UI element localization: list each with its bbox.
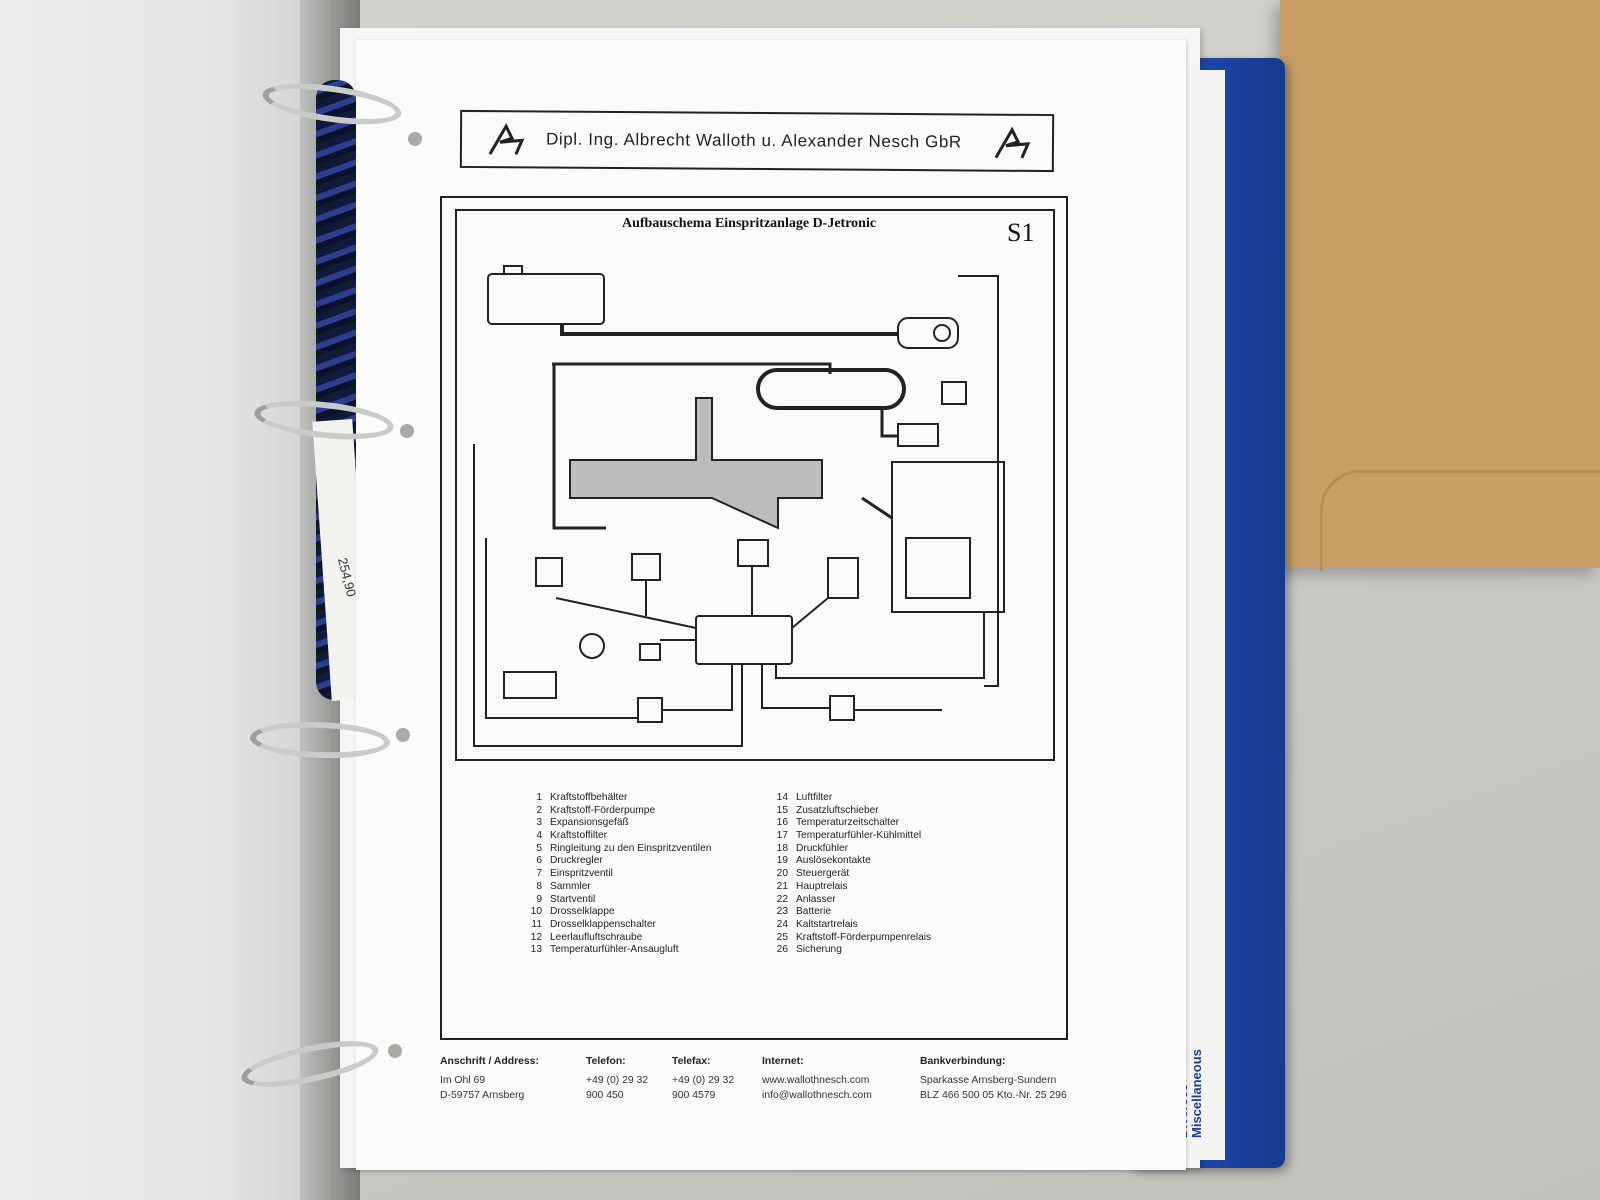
wire-outer-loop [473, 444, 743, 747]
company-header: Dipl. Ing. Albrecht Walloth u. Alexander… [459, 109, 1055, 173]
diagram-frame: Aufbauschema Einspritzanlage D-Jetronic … [440, 196, 1068, 1040]
company-logo-left [488, 123, 525, 155]
footer-bank: Bankverbindung: Sparkasse Arnsberg-Sunde… [920, 1056, 1067, 1101]
schematic-inner-frame [455, 209, 1055, 761]
footer-internet: Internet: www.wallothnesch.com info@wall… [762, 1056, 872, 1101]
expansion-tank [941, 381, 967, 405]
main-relay [639, 643, 661, 661]
website-link[interactable]: www.wallothnesch.com [762, 1075, 870, 1086]
throttle-switch [631, 553, 661, 581]
fuel-line-tank-pump [560, 324, 898, 336]
wire-pump-relay [761, 664, 830, 709]
intake-collector [569, 397, 823, 530]
footer-fax: Telefax: +49 (0) 29 32 900 4579 [672, 1056, 735, 1101]
injector-line [861, 496, 893, 520]
filter-line [880, 408, 898, 438]
document-page [356, 40, 1186, 1170]
company-logo-right [994, 126, 1031, 159]
ecu-box [695, 615, 793, 665]
punch-hole-4 [388, 1044, 402, 1058]
ring-line [756, 368, 906, 410]
tank-cap [503, 265, 523, 275]
fuel-line-start-valve [552, 364, 606, 530]
company-name: Dipl. Ing. Albrecht Walloth u. Alexander… [545, 129, 962, 152]
wire-trigger [791, 597, 829, 629]
fuel-filter [897, 423, 939, 447]
engine-piston [905, 537, 971, 599]
aux-air-valve [535, 557, 563, 587]
starter [579, 633, 605, 659]
pump-relay [829, 695, 855, 721]
punch-hole-3 [396, 728, 410, 742]
email-link[interactable]: info@wallothnesch.com [762, 1090, 872, 1101]
wire-left-loop [485, 538, 638, 719]
engine-block [891, 461, 1005, 613]
wire-aux-air [555, 597, 697, 629]
injection-schematic [455, 209, 1055, 761]
page-footer: Anschrift / Address: Im Ohl 69 D-59757 A… [440, 1056, 1100, 1116]
diagram-title: Aufbauschema Einspritzanlage D-Jetronic [622, 216, 877, 231]
diagram-code: S1 [1007, 218, 1035, 247]
envelope-flap [1320, 470, 1600, 571]
binder-left-cover [0, 0, 300, 1200]
pump-motor [933, 324, 951, 342]
cold-start-relay [637, 697, 663, 723]
trigger-contacts [827, 557, 859, 599]
footer-address: Anschrift / Address: Im Ohl 69 D-59757 A… [440, 1056, 539, 1101]
wire-cold-start [662, 664, 733, 711]
tab-label-line2: Miscellaneous [1189, 1049, 1204, 1138]
punch-hole-1 [408, 132, 422, 146]
footer-phone: Telefon: +49 (0) 29 32 900 450 [586, 1056, 649, 1101]
wire-engine [775, 612, 985, 679]
return-line [552, 362, 832, 374]
pressure-sensor [737, 539, 769, 567]
envelope [1280, 0, 1600, 571]
wire-pump [958, 275, 999, 687]
fuel-tank [487, 273, 605, 325]
battery [503, 671, 557, 699]
punch-hole-2 [400, 424, 414, 438]
